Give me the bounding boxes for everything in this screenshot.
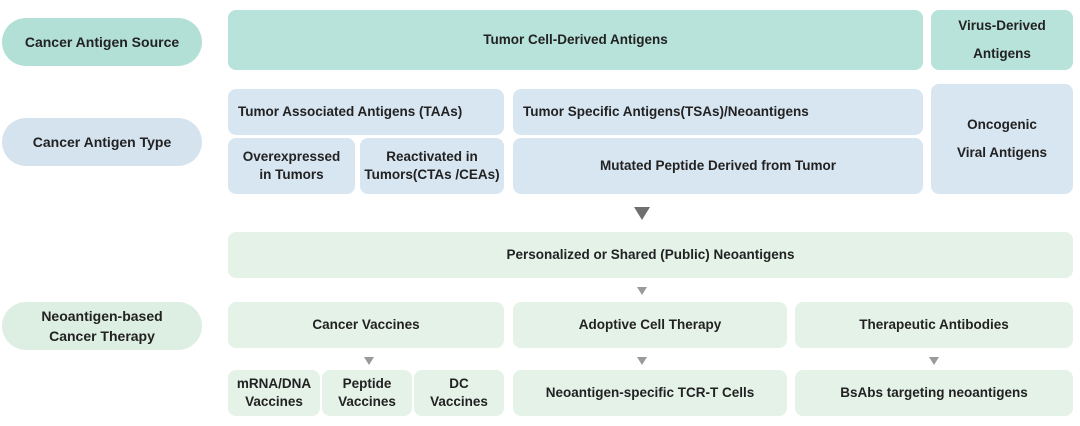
overexpressed-in-tumors-box: Overexpressed in Tumors: [228, 138, 355, 194]
personalized-shared-neoantigens-box: Personalized or Shared (Public) Neoantig…: [228, 232, 1073, 278]
taa-box: Tumor Associated Antigens (TAAs): [228, 89, 504, 135]
mutated-peptide-box: Mutated Peptide Derived from Tumor: [513, 138, 923, 194]
peptide-vaccines-box: Peptide Vaccines: [322, 370, 412, 416]
dc-vaccines-box: DC Vaccines: [414, 370, 504, 416]
bsabs-box: BsAbs targeting neoantigens: [795, 370, 1073, 416]
virus-derived-antigens-box: Virus-Derived Antigens: [931, 10, 1073, 70]
oncogenic-viral-antigens-box: Oncogenic Viral Antigens: [931, 84, 1073, 194]
row-label-antigen-type: Cancer Antigen Type: [2, 118, 202, 166]
neoantigen-tcr-t-cells-box: Neoantigen-specific TCR-T Cells: [513, 370, 787, 416]
down-arrow-icon: [637, 287, 647, 295]
mrna-dna-vaccines-box: mRNA/DNA Vaccines: [228, 370, 320, 416]
therapeutic-antibodies-box: Therapeutic Antibodies: [795, 302, 1073, 348]
reactivated-in-tumors-box: Reactivated in Tumors(CTAs /CEAs): [360, 138, 504, 194]
row-label-therapy: Neoantigen-based Cancer Therapy: [2, 302, 202, 350]
down-arrow-icon: [929, 357, 939, 365]
adoptive-cell-therapy-box: Adoptive Cell Therapy: [513, 302, 787, 348]
cancer-vaccines-box: Cancer Vaccines: [228, 302, 504, 348]
row-label-antigen-source: Cancer Antigen Source: [2, 18, 202, 66]
tumor-cell-derived-antigens-box: Tumor Cell-Derived Antigens: [228, 10, 923, 70]
down-arrow-icon: [364, 357, 374, 365]
down-arrow-icon: [634, 207, 650, 220]
tsa-neoantigens-box: Tumor Specific Antigens(TSAs)/Neoantigen…: [513, 89, 923, 135]
down-arrow-icon: [637, 357, 647, 365]
